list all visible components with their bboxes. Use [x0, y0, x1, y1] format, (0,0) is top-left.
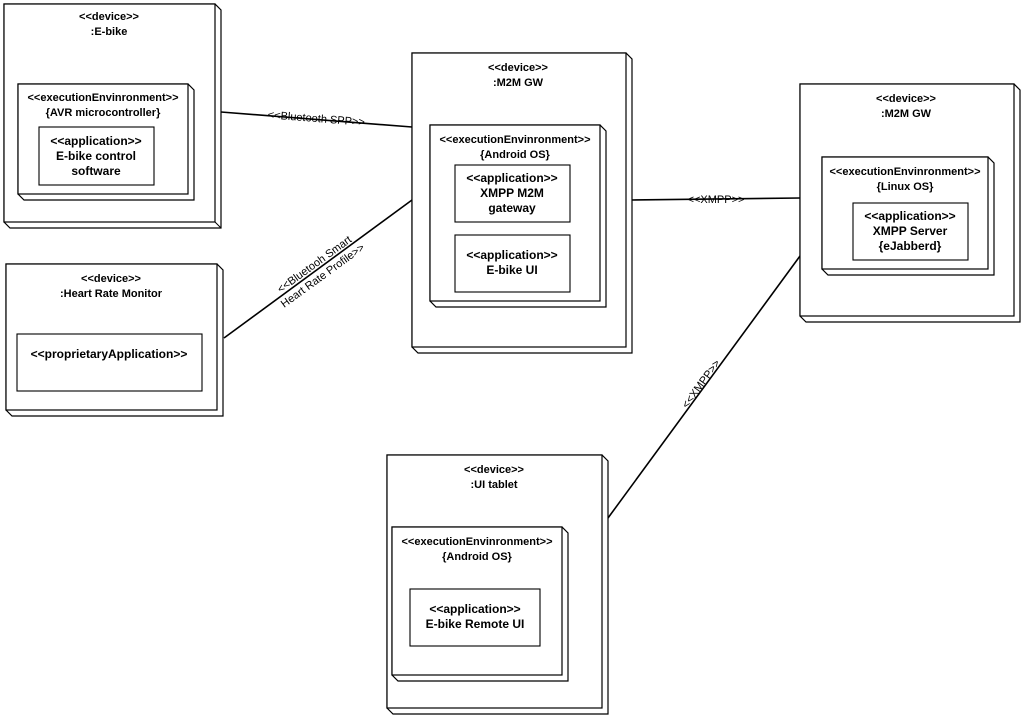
app-box — [38, 126, 155, 186]
app-stereotype: <<proprietaryApplication>> — [31, 347, 188, 361]
connector-label-xmpp-2: <<XMPP>> — [680, 358, 723, 411]
app-proprietary-application[interactable]: <<proprietaryApplication>> — [16, 333, 203, 392]
node-m2m-server[interactable]: <<device>> :M2M GW <<executionEnvinronme… — [799, 83, 1021, 323]
env-android-os-tablet[interactable]: <<executionEnvinronment>> {Android OS} <… — [391, 526, 569, 682]
app-ebike-ui[interactable]: <<application>> E-bike UI — [454, 234, 571, 293]
app-box — [409, 588, 541, 647]
node-edge-line — [214, 221, 222, 229]
node-stereotype: <<device>> — [488, 62, 548, 74]
env-avr-microcontroller[interactable]: <<executionEnvinronment>> {AVR microcont… — [17, 83, 195, 201]
app-name-line-2: gateway — [488, 201, 536, 215]
app-box — [454, 164, 571, 223]
app-name-line-2: software — [71, 164, 121, 178]
node-name: :Heart Rate Monitor — [60, 288, 163, 300]
app-name-line-1: E-bike Remote UI — [426, 617, 525, 631]
connector-hrm-gateway[interactable] — [223, 199, 413, 339]
connector-ebike-gateway[interactable] — [220, 111, 413, 128]
node-name: :M2M GW — [881, 108, 932, 120]
node-ebike[interactable]: <<device>> :E-bike <<executionEnvinronme… — [3, 3, 222, 229]
env-android-os[interactable]: <<executionEnvinronment>> {Android OS} <… — [429, 124, 607, 308]
app-name-line-2: {eJabberd} — [879, 239, 942, 253]
connector-label-bluetooth-spp: <<Bluetooth SPP>> — [267, 109, 365, 129]
app-box — [852, 202, 969, 261]
app-box — [16, 333, 203, 392]
app-ebike-control-software[interactable]: <<application>> E-bike control software — [38, 126, 155, 186]
app-stereotype: <<application>> — [466, 171, 557, 185]
connector-label-xmpp-1: <<XMPP>> — [688, 194, 745, 206]
app-stereotype: <<application>> — [429, 602, 520, 616]
app-xmpp-m2m-gateway[interactable]: <<application>> XMPP M2M gateway — [454, 164, 571, 223]
env-name: {AVR microcontroller} — [46, 107, 161, 119]
node-stereotype: <<device>> — [464, 464, 524, 476]
env-stereotype: <<executionEnvinronment>> — [830, 166, 981, 178]
connector-label-bluetooth-smart: <<Bluetooh Smart Heart Rate Profile>> — [275, 234, 367, 311]
app-name-line-1: E-bike control — [56, 149, 136, 163]
app-stereotype: <<application>> — [864, 209, 955, 223]
app-xmpp-server[interactable]: <<application>> XMPP Server {eJabberd} — [852, 202, 969, 261]
env-name: {Android OS} — [442, 551, 512, 563]
env-stereotype: <<executionEnvinronment>> — [440, 134, 591, 146]
app-stereotype: <<application>> — [466, 248, 557, 262]
connector-gateway-server[interactable] — [631, 197, 801, 201]
node-m2m-gateway[interactable]: <<device>> :M2M GW <<executionEnvinronme… — [411, 52, 633, 354]
app-name-line-1: E-bike UI — [486, 263, 537, 277]
node-stereotype: <<device>> — [876, 93, 936, 105]
node-name: :UI tablet — [470, 479, 517, 491]
node-stereotype: <<device>> — [81, 273, 141, 285]
app-ebike-remote-ui[interactable]: <<application>> E-bike Remote UI — [409, 588, 541, 647]
node-ui-tablet[interactable]: <<device>> :UI tablet <<executionEnvinro… — [386, 454, 609, 715]
node-heart-rate-monitor[interactable]: <<device>> :Heart Rate Monitor <<proprie… — [5, 263, 224, 417]
env-name: {Android OS} — [480, 149, 550, 161]
connector-tablet-server[interactable] — [607, 255, 801, 519]
env-name: {Linux OS} — [877, 181, 935, 193]
app-name-line-1: XMPP Server — [873, 224, 948, 238]
node-name: :E-bike — [91, 26, 128, 38]
env-linux-os[interactable]: <<executionEnvinronment>> {Linux OS} <<a… — [821, 156, 995, 276]
app-box — [454, 234, 571, 293]
node-stereotype: <<device>> — [79, 11, 139, 23]
app-name-line-1: XMPP M2M — [480, 186, 544, 200]
env-stereotype: <<executionEnvinronment>> — [28, 92, 179, 104]
app-stereotype: <<application>> — [50, 134, 141, 148]
env-stereotype: <<executionEnvinronment>> — [402, 536, 553, 548]
node-name: :M2M GW — [493, 77, 544, 89]
